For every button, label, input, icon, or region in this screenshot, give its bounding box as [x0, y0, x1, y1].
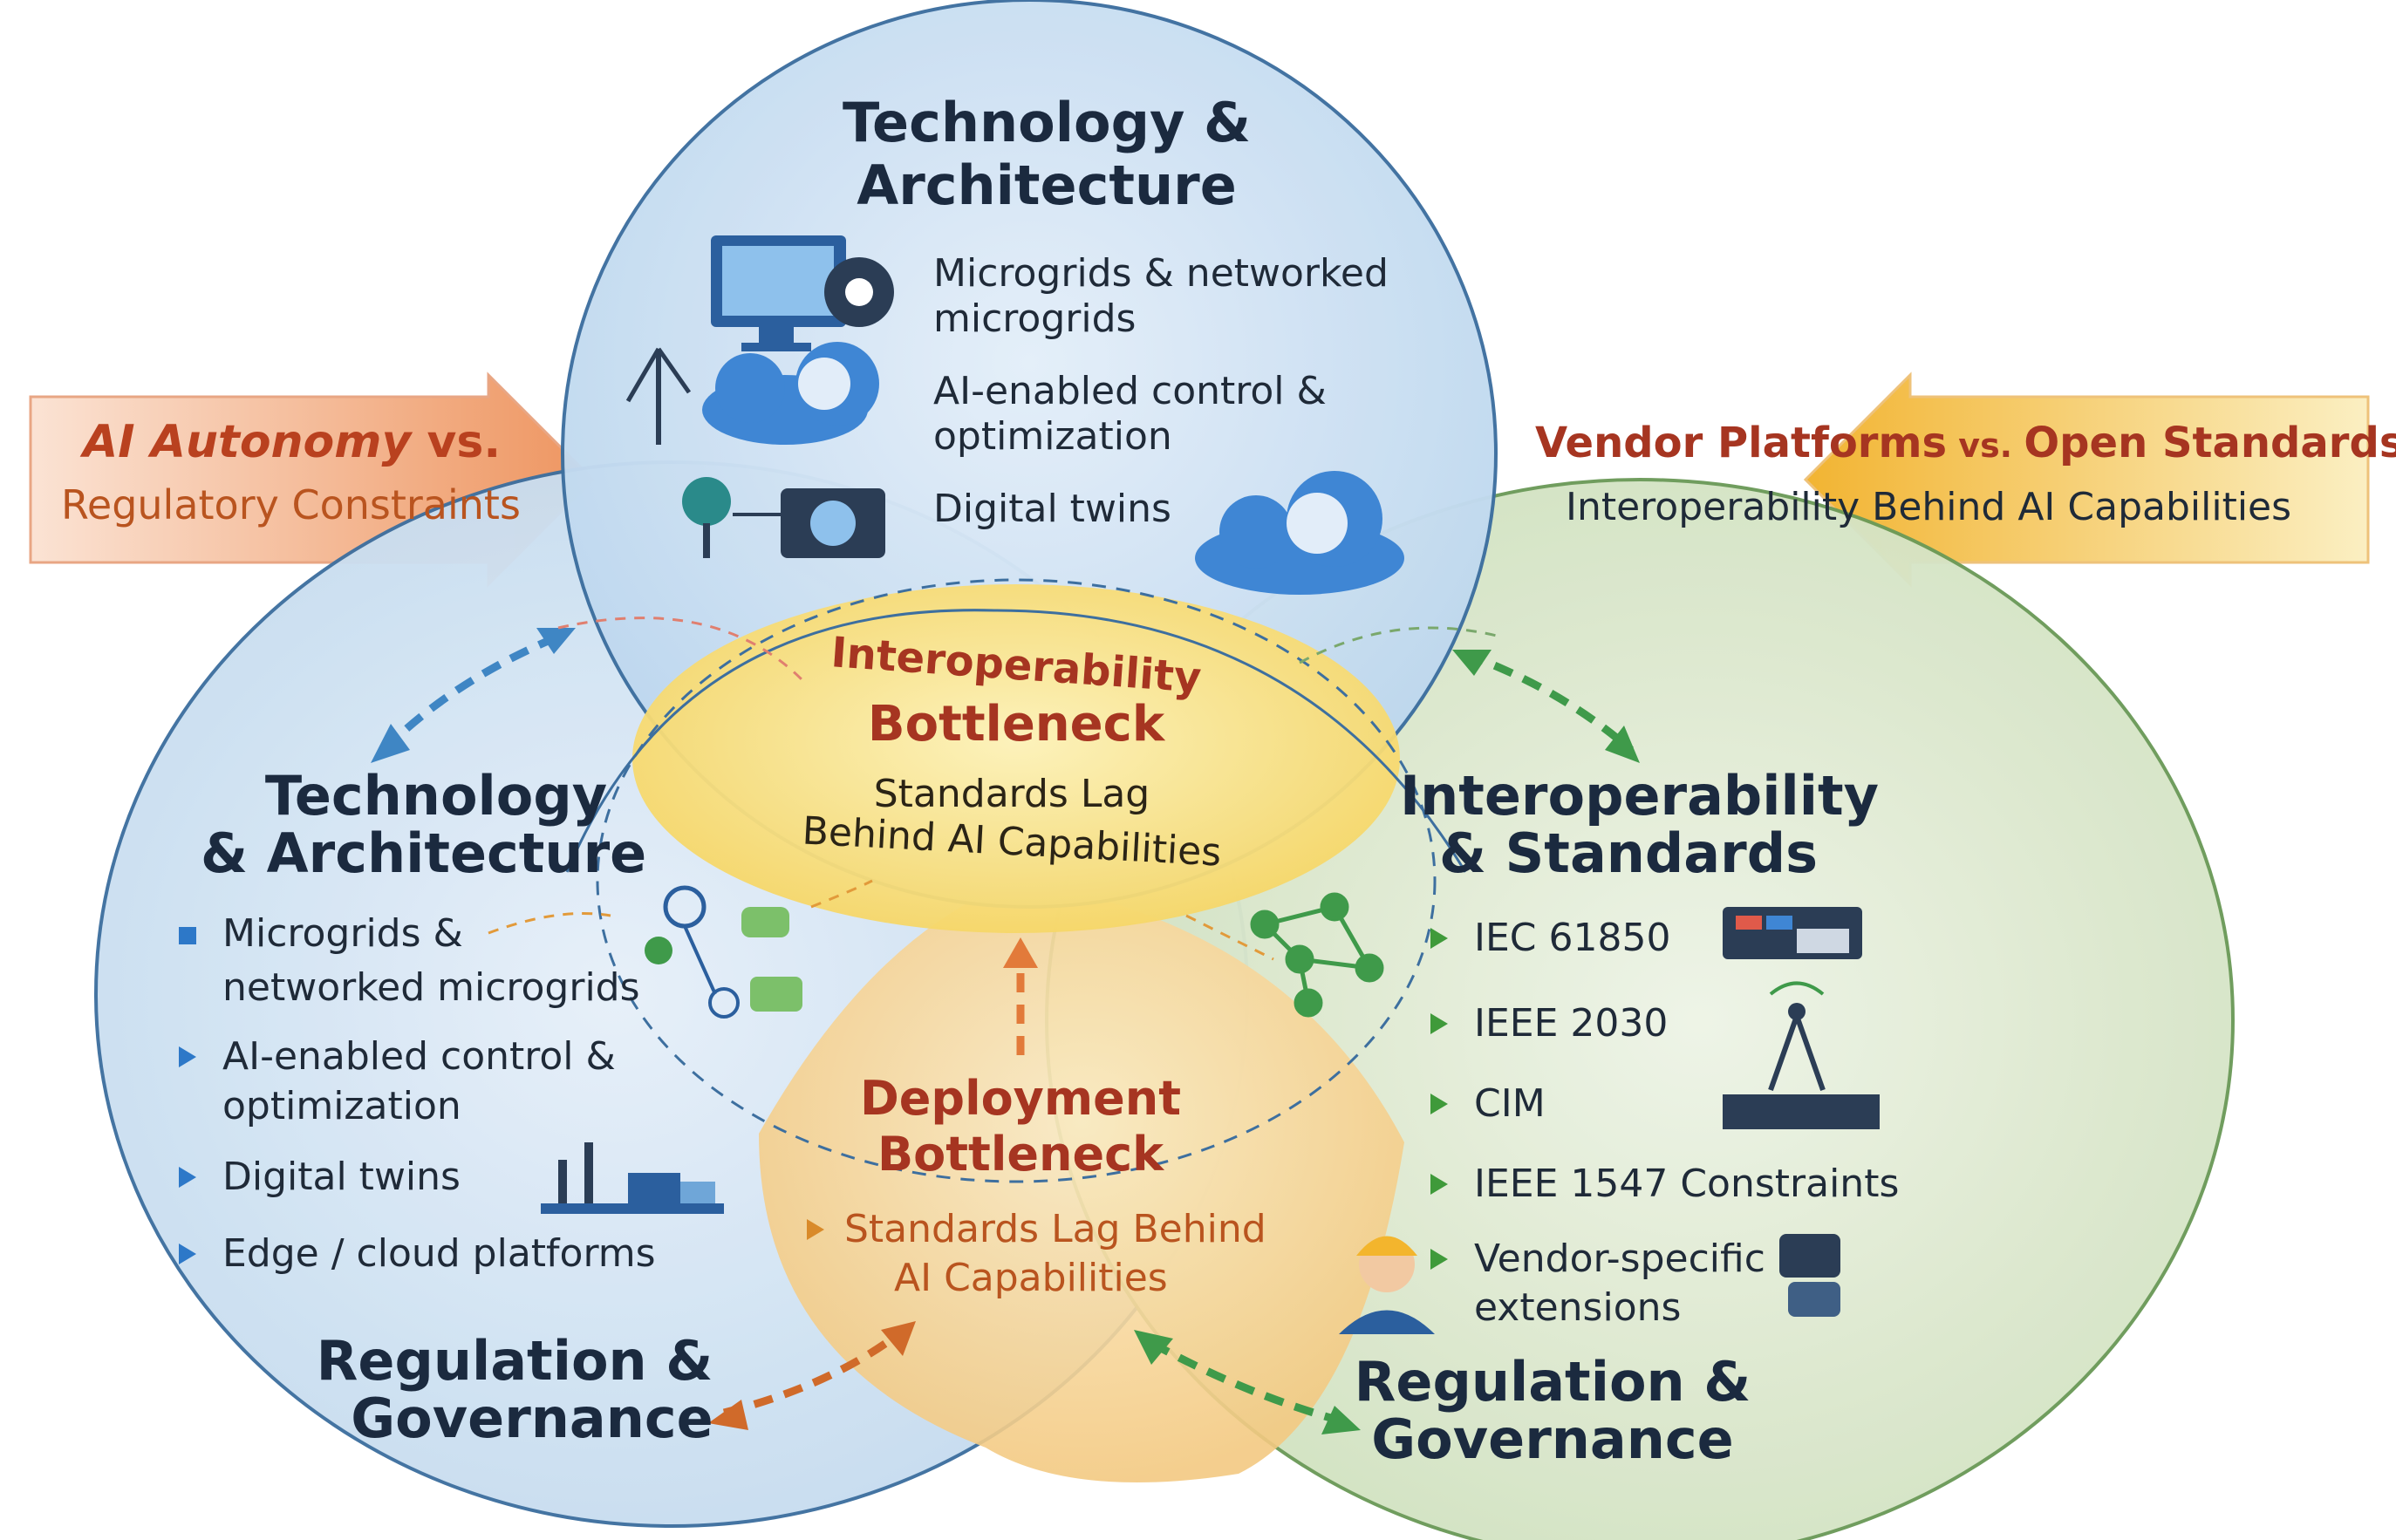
right-arrow-line2: Interoperability Behind AI Capabilities	[1566, 485, 2292, 529]
database-icon	[1779, 1234, 1840, 1317]
right-item-3: CIM	[1474, 1081, 1546, 1126]
right-bullet-3	[1430, 1094, 1448, 1114]
radio-tower-icon	[1723, 981, 1880, 1129]
right-arrow-line1: Vendor Platforms vs. Open Standards	[1535, 419, 2396, 470]
bottom-lens	[759, 881, 1404, 1482]
bottom-bullet	[807, 1219, 824, 1240]
right-arrow-vendor: Vendor Platforms	[1535, 419, 1948, 467]
left-item-3: Digital twins	[222, 1155, 461, 1199]
left-arrow-bold: AI Autonomy	[83, 416, 412, 468]
top-title-line1: Technology &	[842, 91, 1252, 154]
left-arrow-vs: vs.	[411, 416, 502, 468]
left-footer-line1: Regulation &	[316, 1329, 713, 1393]
arrowheads	[371, 628, 1640, 1434]
inner-dashed-ring	[596, 578, 1437, 1183]
center-title-line2: Bottleneck	[867, 696, 1165, 753]
right-footer-line2: Governance	[1371, 1407, 1734, 1471]
left-item-1a: Microgrids &	[222, 911, 463, 956]
left-item-1b: networked microgrids	[222, 965, 640, 1010]
right-item-2: IEEE 2030	[1474, 1001, 1669, 1046]
right-item-4: IEEE 1547 Constraints	[1474, 1162, 1900, 1206]
top-item-2a: AI-enabled control &	[933, 369, 1327, 413]
left-bullet-2	[179, 1046, 196, 1067]
wind-turbine-cloud-icon	[625, 342, 879, 445]
server-panel-icon	[1723, 907, 1862, 959]
center-sub-line1: Standards Lag	[873, 772, 1150, 816]
top-item-1a: Microgrids & networked	[933, 251, 1389, 296]
left-arrow-line2: Regulatory Constraints	[61, 481, 521, 528]
left-bullet-3	[179, 1167, 196, 1188]
bottom-title-line1: Deployment	[859, 1071, 1182, 1126]
bottom-title-line2: Bottleneck	[877, 1127, 1164, 1182]
left-bullet-1	[179, 927, 196, 944]
top-title-line2: Architecture	[857, 153, 1237, 217]
right-bullet-5	[1430, 1249, 1448, 1270]
left-item-4: Edge / cloud platforms	[222, 1231, 656, 1276]
left-item-2b: optimization	[222, 1084, 461, 1128]
monitor-gear-icon	[711, 235, 894, 351]
top-item-3: Digital twins	[933, 487, 1171, 531]
right-item-5b: extensions	[1474, 1285, 1682, 1330]
right-bullet-2	[1430, 1013, 1448, 1034]
left-title-line2: & Architecture	[201, 821, 647, 885]
left-title-line1: Technology	[264, 764, 608, 828]
top-item-1b: microgrids	[933, 296, 1137, 341]
industrial-plant-icon	[541, 1142, 724, 1214]
worker-icon	[1339, 1236, 1435, 1334]
bottom-sub-line1: Standards Lag Behind	[844, 1207, 1266, 1251]
tree-lightbulb-icon	[682, 477, 885, 558]
left-footer-line2: Governance	[351, 1387, 713, 1450]
left-item-2a: AI-enabled control &	[222, 1034, 616, 1079]
right-item-5a: Vendor-specific	[1474, 1237, 1765, 1281]
left-bullet-4	[179, 1244, 196, 1264]
right-bullet-1	[1430, 928, 1448, 949]
right-bullet-4	[1430, 1174, 1448, 1195]
cloud-brain-icon	[1195, 471, 1404, 595]
left-arrow-line1: AI Autonomy vs.	[83, 417, 501, 467]
bottom-sub-line2: AI Capabilities	[894, 1256, 1168, 1300]
right-footer-line1: Regulation &	[1354, 1350, 1751, 1414]
right-item-1: IEC 61850	[1474, 916, 1671, 960]
thin-dashed-links	[488, 617, 1501, 961]
right-arrow-vs: vs.	[1947, 426, 2024, 465]
top-item-2b: optimization	[933, 414, 1172, 459]
mesh-network-icon	[1250, 892, 1384, 1018]
right-title-line2: & Standards	[1439, 821, 1818, 885]
connector-arrows	[380, 632, 1634, 1426]
center-lens	[632, 584, 1400, 933]
right-title-line1: Interoperability	[1400, 764, 1880, 828]
network-nodes-icon	[645, 885, 802, 1019]
right-arrow-open: Open Standards	[2024, 419, 2396, 467]
